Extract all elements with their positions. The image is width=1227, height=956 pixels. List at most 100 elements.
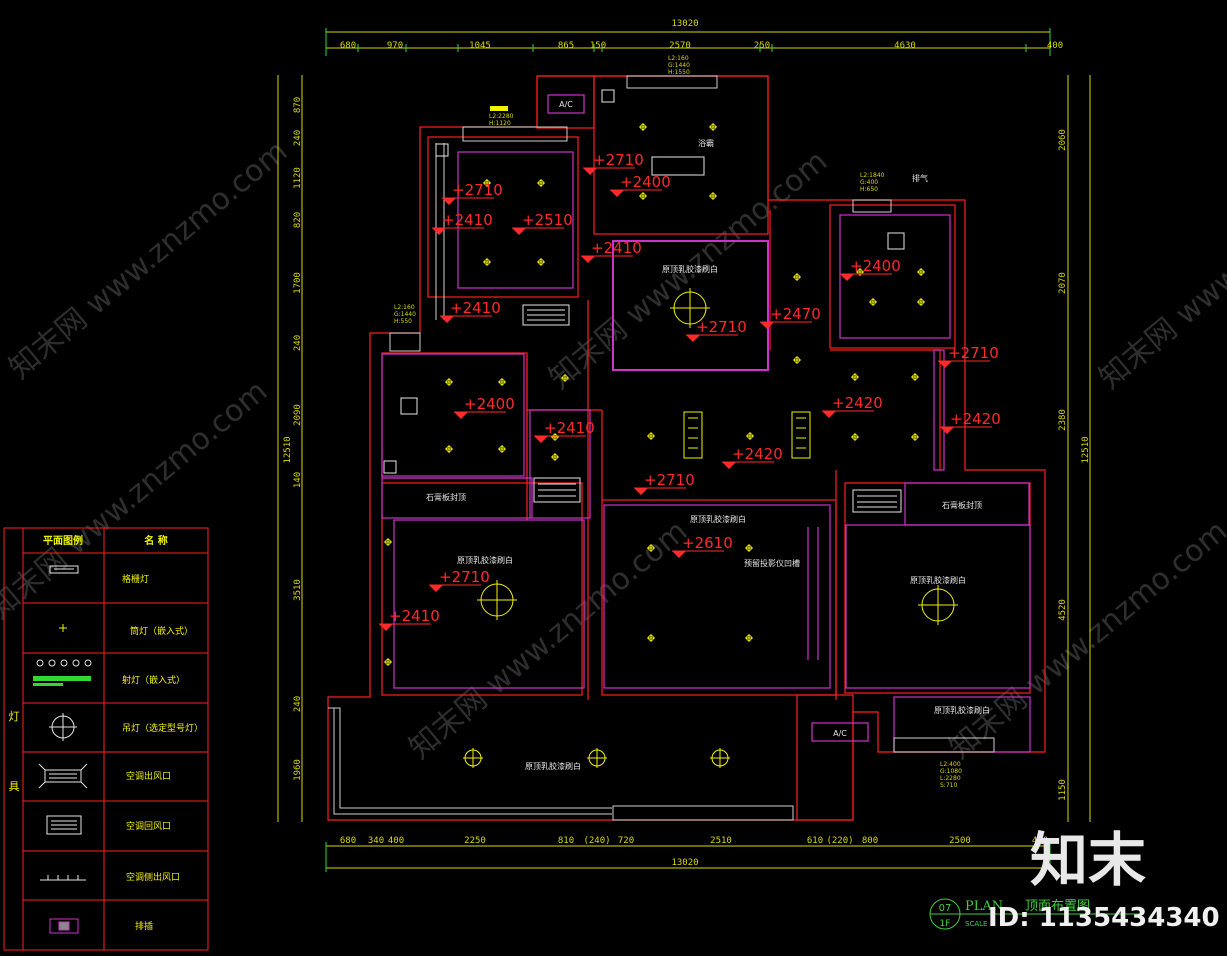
downlight-icon — [537, 179, 545, 187]
pendant-light-icon — [918, 585, 958, 625]
spec-note: G:1080 — [940, 768, 962, 775]
elevation-marker: +2420 — [722, 445, 783, 469]
dim-label: 870 — [293, 97, 303, 113]
downlight-icon — [639, 123, 647, 131]
downlight-icon — [709, 123, 717, 131]
watermarks: 知末网 www.znzmo.com 知末网 www.znzmo.com 知末网 … — [0, 134, 1227, 766]
legend-header-symbol: 平面图例 — [43, 534, 83, 547]
elevation-marker: +2400 — [840, 257, 901, 281]
watermark-text: 知末网 www.znzmo.com — [3, 134, 294, 386]
dim-label: 340 — [368, 836, 384, 846]
plan-title-en: PLAN — [965, 899, 1003, 914]
exhaust-fan-icon — [601, 89, 615, 103]
ceiling-label: 原顶乳胶漆刷白 — [910, 575, 966, 585]
linear-light-icon — [49, 565, 79, 574]
downlight-icon — [498, 378, 506, 386]
dim-label: 610 — [807, 836, 823, 846]
legend-item-name: 空调出风口 — [126, 770, 171, 782]
dim-label: 400 — [1032, 836, 1048, 846]
downlight-icon — [551, 433, 559, 441]
elevation-marker: +2610 — [672, 534, 733, 558]
elevation-value: +2400 — [620, 173, 671, 191]
downlight-icon — [709, 192, 717, 200]
watermark-text: 知末网 www.znzmo.com — [943, 514, 1227, 766]
downlight-icon — [639, 192, 647, 200]
elevation-marker: +2470 — [760, 305, 821, 329]
downlight-icon — [384, 658, 392, 666]
dim-label: 250 — [754, 41, 770, 51]
elevation-value: +2400 — [850, 257, 901, 275]
downlight-icon — [445, 378, 453, 386]
elevation-marker: +2710 — [686, 318, 747, 342]
downlight-icon — [745, 544, 753, 552]
dim-label: 820 — [293, 212, 303, 228]
dim-label: 865 — [558, 41, 574, 51]
dim-label: 3510 — [293, 579, 303, 601]
legend-item-name: 筒灯（嵌入式） — [130, 625, 193, 637]
dimension-right: 12510 2060 2070 2380 4520 1150 — [1058, 129, 1091, 801]
downlight-icon — [647, 634, 655, 642]
ceiling-label: 原顶乳胶漆刷白 — [690, 514, 746, 524]
spec-note: L2:160 — [394, 304, 415, 311]
ceiling-label: 原顶乳胶漆刷白 — [457, 555, 513, 565]
spotlight-strip-icon — [33, 659, 92, 686]
dim-label: 2070 — [1058, 272, 1068, 294]
elevation-value: +2400 — [464, 395, 515, 413]
elevation-value: +2410 — [450, 299, 501, 317]
spec-note: L:2280 — [940, 775, 961, 782]
spec-note: S:710 — [940, 782, 957, 789]
downlights — [384, 123, 925, 666]
downlight-icon — [793, 356, 801, 364]
exhaust-fan-icon — [435, 143, 449, 157]
drawing-number: 07 — [939, 903, 952, 914]
dim-total-left: 12510 — [283, 436, 293, 463]
room-labels: 原顶乳胶漆刷白 原顶乳胶漆刷白 原顶乳胶漆刷白 原顶乳胶漆刷白 原顶乳胶漆刷白 … — [426, 100, 990, 771]
downlight-icon — [59, 624, 67, 632]
windows — [328, 75, 995, 821]
dim-label: (220) — [826, 836, 853, 846]
spec-note: L2:160 — [668, 55, 689, 62]
dim-label: 1045 — [469, 41, 491, 51]
elevation-marker: +2420 — [822, 394, 883, 418]
dim-label: 810 — [558, 836, 574, 846]
elevation-marker: +2410 — [581, 239, 642, 263]
downlight-icon — [561, 374, 569, 382]
dimension-lines — [277, 28, 1091, 872]
pendant-light-icon — [477, 580, 517, 620]
elevation-marker: +2420 — [940, 410, 1001, 434]
ac-outlet-icon — [38, 763, 88, 789]
spec-note: G:1440 — [668, 62, 690, 69]
elevation-value: +2710 — [696, 318, 747, 336]
dim-label: 2510 — [710, 836, 732, 846]
legend-header-name: 名 称 — [144, 534, 167, 547]
elevation-marker: +2410 — [534, 419, 595, 443]
legend-category: 具 — [9, 780, 20, 793]
elevation-marker: +2400 — [610, 173, 671, 197]
dim-label: 1700 — [293, 272, 303, 294]
ac-outlet-icon — [791, 411, 811, 459]
dim-label: 150 — [590, 41, 606, 51]
title-block: 07 1F PLAN 顶面布置图 SCALE — [929, 898, 1140, 930]
fixture-label: 排气 — [912, 173, 928, 183]
elevation-marker: +2510 — [512, 211, 573, 235]
downlight-icon — [793, 273, 801, 281]
pendant-light-icon — [463, 748, 483, 768]
spec-note: G:400 — [860, 179, 878, 186]
dim-label: 2570 — [669, 41, 691, 51]
fixture-label: 浴霸 — [698, 138, 714, 148]
downlight-icon — [498, 445, 506, 453]
legend-item-name: 排插 — [135, 920, 153, 932]
dim-label: (240) — [583, 836, 610, 846]
ceiling-label: 石膏板封顶 — [426, 492, 466, 502]
plan-title-cn: 顶面布置图 — [1025, 899, 1090, 914]
dimension-bottom: 13020 680 340 400 2250 810 (240) 720 251… — [340, 836, 1048, 868]
spec-note: H:550 — [394, 318, 412, 325]
elevation-marker: +2410 — [379, 607, 440, 631]
dimension-left: 12510 870 240 1120 820 1700 240 2090 140… — [283, 97, 303, 781]
downlight-icon — [917, 298, 925, 306]
dim-label: 2250 — [464, 836, 486, 846]
dim-total-bottom: 13020 — [671, 858, 698, 868]
downlight-icon — [445, 445, 453, 453]
elevation-value: +2510 — [522, 211, 573, 229]
